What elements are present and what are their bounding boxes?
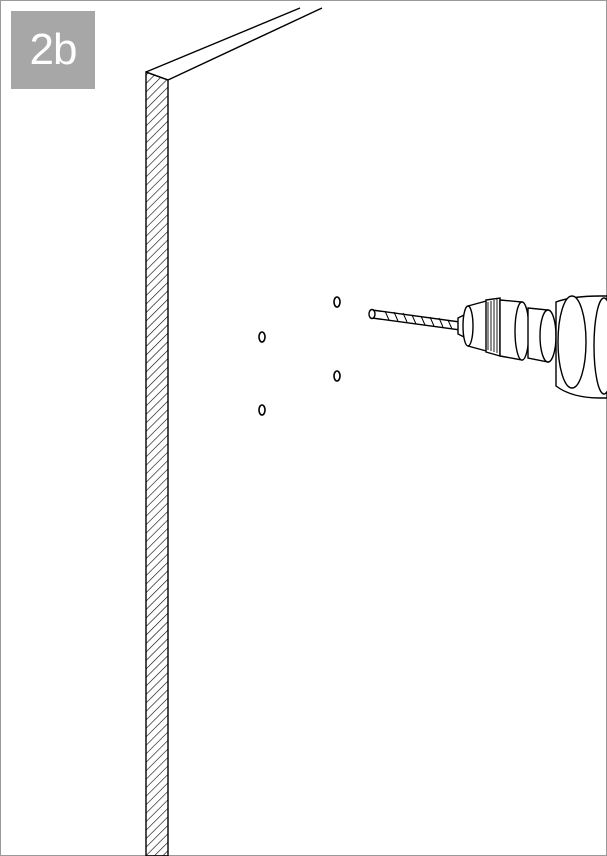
- drill-icon: [368, 295, 607, 399]
- pilot-hole-icon: [258, 331, 266, 343]
- pilot-hole-icon: [258, 404, 266, 416]
- step-number-badge: 2b: [11, 11, 95, 89]
- panel-icon: [145, 7, 323, 856]
- pilot-hole-icon: [333, 370, 341, 382]
- pilot-holes: [258, 296, 341, 416]
- pilot-hole-icon: [333, 296, 341, 308]
